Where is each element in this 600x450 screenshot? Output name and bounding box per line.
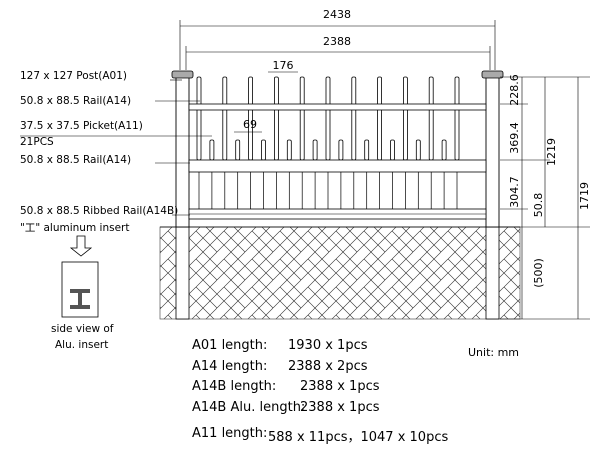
short-picket: [390, 139, 395, 161]
short-picket: [312, 139, 318, 161]
spec-name: A14 length:: [192, 359, 268, 374]
short-picket: [209, 139, 215, 161]
long-pickets: [196, 76, 460, 161]
long-picket: [454, 76, 460, 161]
long-picket: [377, 76, 383, 161]
long-picket: [222, 76, 228, 161]
rail-mid: [188, 159, 487, 173]
right-dimensions: [500, 76, 590, 320]
post-cap-left: [171, 70, 194, 79]
dim-lower-span: 304.7: [508, 176, 521, 208]
spec-value: 2388 x 1pcs: [300, 379, 380, 394]
spec-name: A14B length:: [192, 379, 277, 394]
spec-row: A11 length:588 x 11pcs，1047 x 10pcs: [192, 426, 448, 445]
spec-value: 588 x 11pcs，1047 x 10pcs: [268, 430, 449, 445]
spec-name: A11 length:: [192, 426, 268, 441]
ground-area: [159, 226, 521, 320]
label-ribbed-rail: 50.8 x 88.5 Ribbed Rail(A14B): [20, 205, 179, 217]
rail-top: [188, 103, 487, 111]
post-left-buried: [175, 226, 190, 320]
spec-row: A14B Alu. length:2388 x 1pcs: [192, 400, 380, 415]
spec-value: 2388 x 1pcs: [300, 400, 380, 415]
post-right: [485, 76, 500, 228]
spec-value: 2388 x 2pcs: [288, 359, 368, 374]
short-picket: [415, 139, 421, 161]
short-picket: [286, 139, 292, 161]
dim-above-ground: 1219: [545, 138, 558, 166]
dim-in-ground: (500): [532, 258, 545, 288]
i-beam-icon: [70, 289, 90, 309]
post-right-buried: [485, 226, 500, 320]
dim-overall-width: 2438: [323, 8, 351, 21]
short-picket: [261, 139, 266, 161]
short-pickets: [209, 139, 447, 161]
short-picket: [338, 139, 344, 161]
lower-pickets: [198, 172, 458, 209]
post-cap-right: [481, 70, 504, 79]
label-side-view-2: Alu. insert: [55, 339, 109, 351]
dim-rail-length: 2388: [323, 35, 351, 48]
label-picket-count: 21PCS: [20, 136, 54, 148]
label-picket: 37.5 x 37.5 Picket(A11): [20, 120, 143, 132]
leader-lines: [20, 79, 212, 216]
spec-row: A14 length: 2388 x 2pcs: [192, 359, 368, 374]
dim-top-spacing: 176: [273, 59, 294, 72]
spec-row: A14B length: 2388 x 1pcs: [192, 379, 380, 394]
dim-total-height: 1719: [578, 182, 591, 210]
short-picket: [364, 139, 370, 161]
long-picket: [351, 76, 357, 161]
top-dimensions: [179, 20, 496, 133]
dim-upper-span: 369.4: [508, 122, 521, 154]
spec-value: 1930 x 1pcs: [288, 338, 368, 353]
long-picket: [402, 76, 408, 161]
dim-top-offset: 228.6: [508, 74, 521, 106]
label-post: 127 x 127 Post(A01): [20, 70, 128, 82]
label-rail-top: 50.8 x 88.5 Rail(A14): [20, 95, 132, 107]
long-picket: [325, 76, 331, 161]
label-rail-mid: 50.8 x 88.5 Rail(A14): [20, 154, 132, 166]
short-picket: [441, 139, 447, 161]
side-view-arrow-icon: [69, 235, 93, 257]
long-picket: [196, 76, 202, 161]
short-picket: [235, 139, 241, 161]
spec-name: A01 length:: [192, 338, 268, 353]
long-picket: [428, 76, 434, 161]
spec-name: A14B Alu. length:: [192, 400, 306, 415]
dim-bottom-gap: 50.8: [532, 193, 545, 218]
label-side-view-1: side view of: [51, 323, 114, 335]
dim-lower-spacing: 69: [243, 118, 257, 131]
long-picket: [273, 76, 279, 161]
label-insert: "工" aluminum insert: [20, 222, 130, 234]
spec-row: A01 length: 1930 x 1pcs: [192, 338, 368, 353]
long-picket: [299, 76, 305, 161]
label-unit: Unit: mm: [468, 346, 520, 359]
